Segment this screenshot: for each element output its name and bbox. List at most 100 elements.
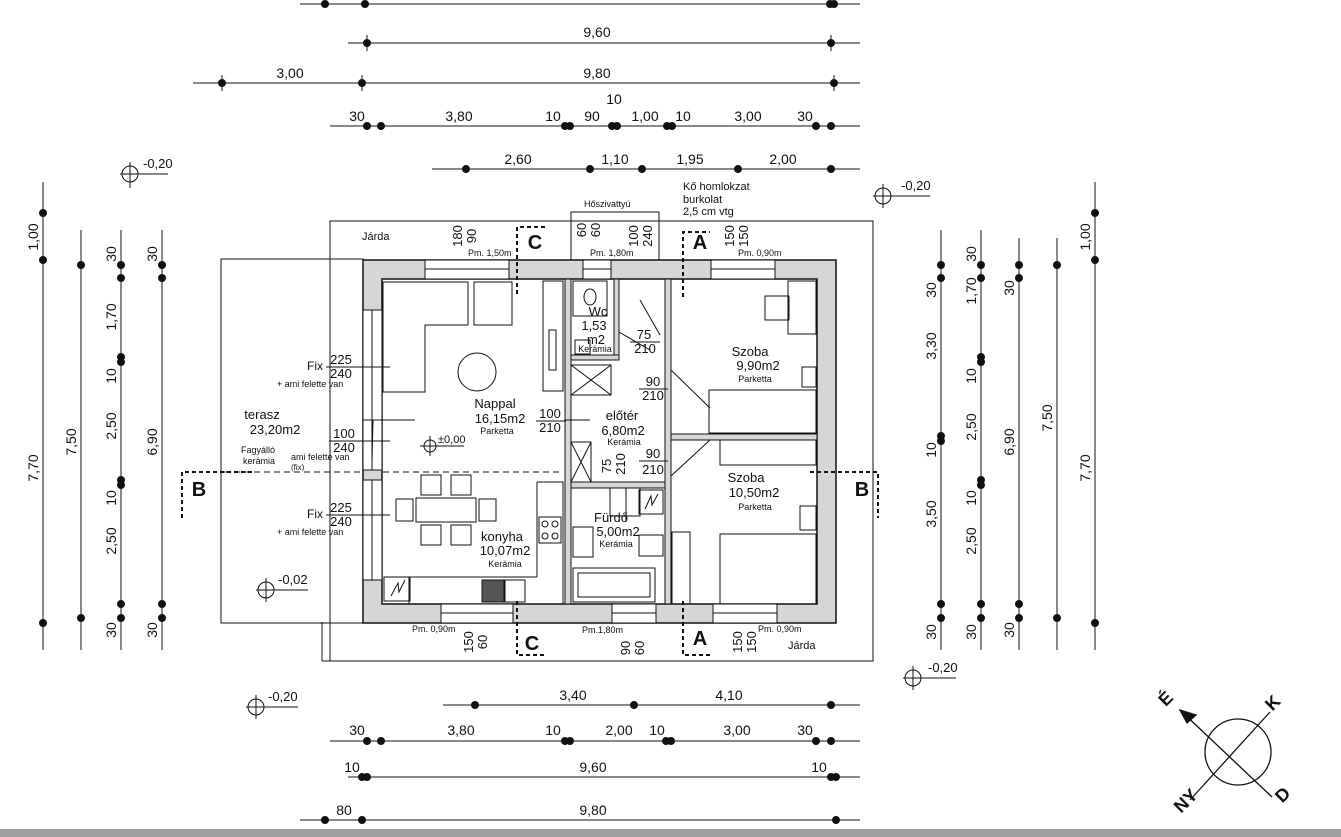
label-ami-1: + ami felette van [277, 379, 343, 389]
op-bot-2: 90 [618, 641, 633, 655]
dim-top-r3-4: 1,00 [631, 108, 658, 124]
dim-bot-r3-1: 9,60 [579, 759, 606, 775]
right-dimension-labels: 30 3,30 10 3,50 30 30 1,70 10 2,50 10 2,… [923, 223, 1093, 640]
label-pm-2: Pm. 1,80m [590, 248, 634, 258]
level-labels: -0,20 -0,20 -0,20 -0,20 ±0,00 -0,02 [143, 156, 958, 704]
dim-right-outer-1: 7,70 [1077, 454, 1093, 481]
op-bot-0: 150 [461, 631, 476, 653]
left-dimensions [39, 182, 166, 650]
op-d1-b: 210 [539, 420, 561, 435]
dim-right-inner-2: 10 [923, 442, 939, 458]
room-wc-name: Wc [589, 304, 608, 319]
op-bot-4: 150 [730, 631, 745, 653]
room-konyha-area: 10,07m2 [480, 543, 531, 558]
dim-top-r3-1: 3,80 [445, 108, 472, 124]
dim-right-inner-4: 30 [923, 624, 939, 640]
op-top-6: 150 [722, 225, 737, 247]
dim-top-r3-0: 30 [349, 108, 365, 124]
opening-labels: 225 240 100 240 225 240 100 210 75 210 9… [326, 327, 668, 529]
compass-east: K [1261, 691, 1284, 714]
dim-bot-r4-1: 9,80 [579, 802, 606, 818]
dim-left-innermost-0: 30 [144, 246, 160, 262]
top-dimensions [193, 0, 860, 173]
dim-left-inner-3: 2,50 [103, 412, 119, 439]
op-bot-1: 60 [475, 635, 490, 649]
room-szoba2-floor: Parketta [738, 502, 772, 512]
op-top-1: 90 [464, 229, 479, 243]
left-dimension-labels: 1,00 7,70 7,50 30 1,70 10 2,50 10 2,50 3… [25, 223, 160, 638]
room-szoba1-floor: Parketta [738, 374, 772, 384]
dim-right-inner2-0: 30 [963, 246, 979, 262]
room-nappali-area: 16,15m2 [475, 411, 526, 426]
dim-bot-r2-1: 3,80 [447, 722, 474, 738]
dim-left-inner-0: 30 [103, 246, 119, 262]
dim-bot-r3-2: 10 [811, 759, 827, 775]
misc-labels: Járda Járda Hőszivattyú Kő homlokzat bur… [277, 181, 816, 652]
op-bot-5: 150 [744, 631, 759, 653]
room-furdo-area: 5,00m2 [596, 524, 639, 539]
op-bot-3: 60 [632, 641, 647, 655]
level-markers [120, 162, 956, 719]
room-furdo-floor: Kerámia [599, 539, 633, 549]
dim-right-inner3-0: 30 [1001, 280, 1017, 296]
top-dimension-labels: 9,60 3,00 9,80 10 30 3,80 10 90 1,00 10 … [276, 24, 813, 167]
label-pm-3: Pm. 0,90m [738, 248, 782, 258]
compass-rose-icon [1178, 708, 1273, 801]
room-szoba1-area: 9,90m2 [736, 358, 779, 373]
room-nappali-name: Nappal [474, 396, 515, 411]
op-w1-b: 240 [330, 366, 352, 381]
room-labels: Nappal 16,15m2 Parketta előtér 6,80m2 Ke… [241, 304, 780, 569]
op-d5-b: 210 [613, 453, 628, 475]
op-w1-a: 225 [330, 352, 352, 367]
dim-left-inner-2: 10 [103, 368, 119, 384]
window-height-labels: 180 90 60 60 100 240 150 150 150 60 90 6… [450, 223, 759, 655]
doors [371, 299, 711, 522]
room-terasz-name: terasz [244, 407, 279, 422]
op-d3-b: 210 [642, 388, 664, 403]
dim-bot-r2-5: 3,00 [723, 722, 750, 738]
level-3: -0,20 [928, 660, 958, 675]
dim-right-mid-0: 7,50 [1039, 404, 1055, 431]
dim-right-inner-3: 3,50 [923, 500, 939, 527]
label-ami-3: ami felette van [291, 452, 350, 462]
dim-top-r3-5: 10 [675, 108, 691, 124]
room-szoba1-name: Szoba [732, 344, 770, 359]
section-a-top: A [693, 232, 707, 254]
label-ko-homlokzat-3: 2,5 cm vtg [683, 206, 734, 218]
label-pm-5: Pm.1,80m [582, 625, 623, 635]
dim-top-r3-7: 30 [797, 108, 813, 124]
op-top-3: 60 [588, 223, 603, 237]
level-6: -0,02 [278, 572, 308, 587]
dim-left-mid-0: 7,50 [63, 428, 79, 455]
section-c-top: C [528, 232, 542, 254]
room-wc-area-unit: m2 [587, 332, 605, 347]
dim-left-outer-1: 7,70 [25, 454, 41, 481]
op-w3-b: 240 [330, 514, 352, 529]
op-d4-b: 210 [642, 462, 664, 477]
dim-right-inner-0: 30 [923, 282, 939, 298]
label-pm-6: Pm. 0,90m [758, 624, 802, 634]
dim-left-outer-0: 1,00 [25, 223, 41, 250]
dim-top-r3-mid: 10 [606, 91, 622, 107]
dim-bot-r4-0: 80 [336, 802, 352, 818]
op-top-2: 60 [574, 223, 589, 237]
op-w3-a: 225 [330, 500, 352, 515]
label-ami-2: + ami felette van [277, 527, 343, 537]
label-pm-1: Pm. 1,50m [468, 248, 512, 258]
dim-right-inner-1: 3,30 [923, 332, 939, 359]
op-d4-a: 90 [646, 446, 660, 461]
dim-left-inner-6: 30 [103, 622, 119, 638]
dim-top-r1-0: 9,60 [583, 24, 610, 40]
dim-left-innermost-2: 30 [144, 622, 160, 638]
op-top-4: 100 [626, 225, 641, 247]
op-w2-a: 100 [333, 426, 355, 441]
dim-left-inner-5: 2,50 [103, 527, 119, 554]
dim-top-r2-1: 9,80 [583, 65, 610, 81]
room-konyha-floor: Kerámia [488, 559, 522, 569]
dim-left-inner-1: 1,70 [103, 303, 119, 330]
room-wc-area: 1,53 [581, 318, 606, 333]
room-terasz-floor2: kerámia [243, 456, 275, 466]
label-fix-1: Fix [307, 359, 323, 373]
label-ko-homlokzat-1: Kő homlokzat [683, 181, 750, 193]
